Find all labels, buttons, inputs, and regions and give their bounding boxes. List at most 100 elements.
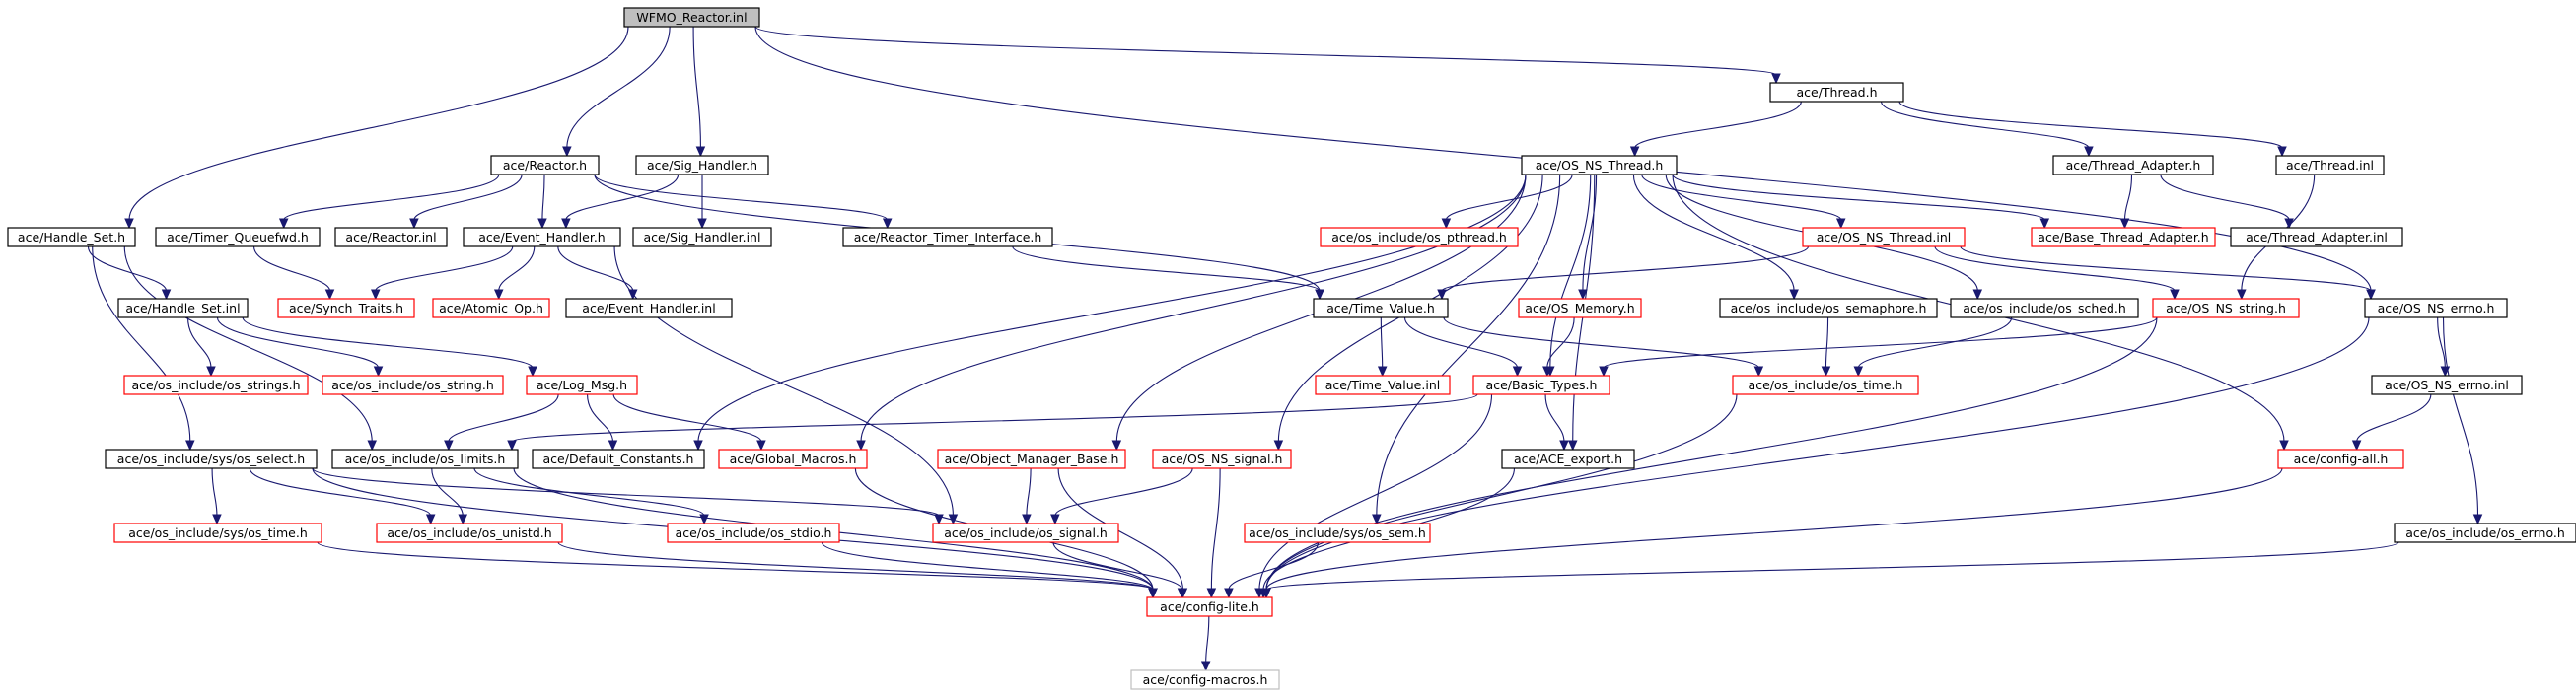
edge-line: [1205, 615, 1210, 664]
node-os-signal-h[interactable]: ace/os_include/os_signal.h: [932, 523, 1119, 543]
node-thread-inl[interactable]: ace/Thread.inl: [2275, 155, 2385, 175]
edge-arrowhead: [1972, 289, 1983, 301]
edge-line: [2437, 316, 2446, 369]
node-global-macros-h[interactable]: ace/Global_Macros.h: [718, 449, 868, 469]
node-label: ace/os_include/sys/os_select.h: [117, 452, 305, 466]
edge-line: [821, 541, 1154, 591]
node-os-select-h[interactable]: ace/os_include/sys/os_select.h: [105, 449, 318, 469]
node-label: ace/config-all.h: [2294, 452, 2389, 466]
edge-arrowhead: [2084, 146, 2094, 158]
node-reactor-inl[interactable]: ace/Reactor.inl: [334, 227, 448, 247]
node-os-sched-h[interactable]: ace/os_include/os_sched.h: [1950, 298, 2139, 318]
node-osns-string-h[interactable]: ace/OS_NS_string.h: [2152, 298, 2300, 318]
node-thread-adapter-h[interactable]: ace/Thread_Adapter.h: [2052, 155, 2214, 175]
edge-line: [216, 316, 380, 369]
node-handle-set-inl[interactable]: ace/Handle_Set.inl: [117, 298, 249, 318]
node-box: [1152, 449, 1292, 469]
node-handle-set-h[interactable]: ace/Handle_Set.h: [7, 227, 136, 247]
edge-line: [87, 245, 168, 292]
node-label: ace/os_include/os_string.h: [331, 378, 494, 392]
node-label: ace/os_include/os_sched.h: [1963, 301, 2126, 315]
node-os-string-h[interactable]: ace/os_include/os_string.h: [322, 375, 504, 395]
node-label: ace/os_include/os_semaphore.h: [1731, 301, 1927, 315]
edge-log_msg_h-to-default_constants_h: [587, 393, 618, 452]
edge-thread_adapter_h-to-thread_adapter_inl: [2160, 174, 2294, 230]
node-time-value-inl[interactable]: ace/Time_Value.inl: [1315, 375, 1451, 395]
edge-line: [565, 174, 680, 221]
node-box: [1130, 669, 1280, 690]
node-synch-traits-h[interactable]: ace/Synch_Traits.h: [277, 298, 415, 318]
edge-osns_thread_h-to-osns_thread_inl: [1641, 174, 1846, 230]
node-object-manager-base-h[interactable]: ace/Object_Manager_Base.h: [937, 449, 1126, 469]
node-atomic-op-h[interactable]: ace/Atomic_Op.h: [432, 298, 550, 318]
node-event-handler-h[interactable]: ace/Event_Handler.h: [463, 227, 621, 247]
node-base-thread-adapter-h[interactable]: ace/Base_Thread_Adapter.h: [2031, 227, 2216, 247]
node-os-pthread-h[interactable]: ace/os_include/os_pthread.h: [1320, 227, 1519, 247]
node-ace-export-h[interactable]: ace/ACE_export.h: [1501, 449, 1635, 469]
edge-sighandler_h-to-event_handler_h: [561, 174, 680, 230]
edge-osns_thread_inl-to-osns_errno_h: [1960, 245, 2376, 301]
node-osns-errno-inl[interactable]: ace/OS_NS_errno.inl: [2371, 375, 2523, 395]
edge-line: [511, 393, 1478, 443]
node-reactor-timer-if-h[interactable]: ace/Reactor_Timer_Interface.h: [842, 227, 1053, 247]
node-thread-h[interactable]: ace/Thread.h: [1769, 82, 1904, 103]
node-os-stdio-h[interactable]: ace/os_include/os_stdio.h: [667, 523, 840, 543]
edge-arrowhead: [124, 218, 134, 230]
node-os-errno-h[interactable]: ace/os_include/os_errno.h: [2394, 523, 2576, 543]
node-log-msg-h[interactable]: ace/Log_Msg.h: [526, 375, 638, 395]
node-os-strings-h[interactable]: ace/os_include/os_strings.h: [123, 375, 309, 395]
edge-line: [242, 316, 534, 369]
node-osns-thread-h[interactable]: ace/OS_NS_Thread.h: [1521, 155, 1678, 175]
edge-arrowhead: [1599, 366, 1609, 378]
node-osns-thread-inl[interactable]: ace/OS_NS_Thread.inl: [1802, 227, 1966, 247]
node-os-semaphore-h[interactable]: ace/os_include/os_semaphore.h: [1719, 298, 1938, 318]
node-osns-errno-h[interactable]: ace/OS_NS_errno.h: [2364, 298, 2508, 318]
node-thread-adapter-inl[interactable]: ace/Thread_Adapter.inl: [2230, 227, 2403, 247]
node-reactor-h[interactable]: ace/Reactor.h: [490, 155, 600, 175]
edge-layer: [87, 26, 2483, 672]
edge-arrowhead: [2284, 218, 2294, 230]
node-os-limits-h[interactable]: ace/os_include/os_limits.h: [331, 449, 519, 469]
node-label: ace/Atomic_Op.h: [439, 301, 543, 315]
edge-line: [1265, 467, 2283, 591]
node-sys-os-time-h[interactable]: ace/os_include/sys/os_time.h: [113, 523, 322, 543]
node-osns-signal-h[interactable]: ace/OS_NS_signal.h: [1152, 449, 1292, 469]
edge-arrowhead: [697, 218, 707, 230]
node-config-all-h[interactable]: ace/config-all.h: [2277, 449, 2404, 469]
node-label: ace/Time_Value.h: [1326, 301, 1435, 315]
node-sys-os-sem-h[interactable]: ace/os_include/sys/os_sem.h: [1244, 523, 1431, 543]
node-label: ace/OS_NS_Thread.h: [1536, 158, 1664, 173]
node-config-macros-h[interactable]: ace/config-macros.h: [1130, 669, 1280, 690]
node-box: [331, 449, 519, 469]
node-time-value-h[interactable]: ace/Time_Value.h: [1313, 298, 1449, 318]
node-event-handler-inl[interactable]: ace/Event_Handler.inl: [565, 298, 733, 318]
node-sighandler-inl[interactable]: ace/Sig_Handler.inl: [632, 227, 772, 247]
node-default-constants-h[interactable]: ace/Default_Constants.h: [532, 449, 705, 469]
node-box: [1521, 155, 1678, 175]
node-box: [7, 227, 136, 247]
edge-os_stdio_h-to-config_lite_h: [821, 541, 1158, 599]
edge-line: [1898, 101, 2283, 149]
edge-arrowhead: [1315, 289, 1324, 301]
edge-arrowhead: [1578, 289, 1588, 301]
edge-line: [1632, 174, 1795, 292]
edge-osns_errno_inl-to-config_all_h: [2351, 393, 2432, 452]
node-timer-queuefwd-h[interactable]: ace/Timer_Queuefwd.h: [155, 227, 321, 247]
edge-arrowhead: [212, 514, 222, 525]
edge-event_handler_h-to-os_signal_h: [613, 245, 959, 525]
node-os-unistd-h[interactable]: ace/os_include/os_unistd.h: [376, 523, 563, 543]
node-label: ace/os_include/os_stdio.h: [676, 525, 832, 540]
node-box: [113, 523, 322, 543]
node-box: [1769, 82, 1904, 103]
node-config-lite-h[interactable]: ace/config-lite.h: [1146, 596, 1273, 617]
edge-time_value_h-to-os_time_h: [1443, 316, 1764, 378]
node-os-time-h[interactable]: ace/os_include/os_time.h: [1732, 375, 1919, 395]
edge-arrowhead: [1771, 73, 1781, 85]
edge-arrowhead: [371, 289, 381, 301]
node-os-memory-h[interactable]: ace/OS_Memory.h: [1518, 298, 1642, 318]
node-sighandler-h[interactable]: ace/Sig_Handler.h: [635, 155, 769, 175]
edge-arrowhead: [1789, 289, 1799, 301]
edge-arrowhead: [1753, 366, 1764, 378]
node-basic-types-h[interactable]: ace/Basic_Types.h: [1472, 375, 1610, 395]
edge-event_handler_h-to-atomic_op_h: [493, 245, 536, 301]
